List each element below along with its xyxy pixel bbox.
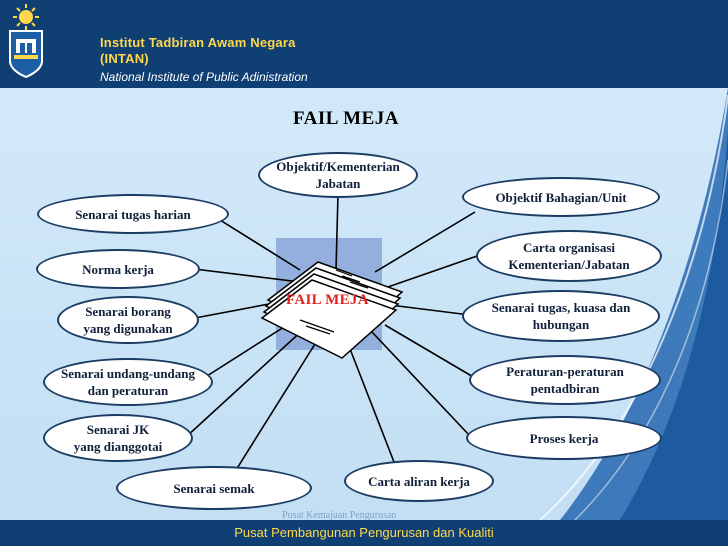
node-carta-aliran: Carta aliran kerja <box>344 460 494 502</box>
org-name-line1: Institut Tadbiran Awam Negara <box>100 35 296 50</box>
node-senarai-undang: Senarai undang-undang dan peraturan <box>43 358 213 406</box>
org-subtitle: National Institute of Public Adinistrati… <box>100 70 308 84</box>
header-bar: Institut Tadbiran Awam Negara (INTAN) Na… <box>0 0 728 88</box>
watermark-text: Pusat Kemajuan Pengurusan <box>282 510 397 521</box>
footer-text: Pusat Pembangunan Pengurusan dan Kualiti <box>234 525 494 540</box>
node-proses-kerja: Proses kerja <box>466 416 662 460</box>
intan-logo-icon <box>9 4 43 79</box>
node-objektif-kementerian: Objektif/Kementerian Jabatan <box>258 152 418 198</box>
node-senarai-tugas-harian: Senarai tugas harian <box>37 194 229 234</box>
node-senarai-tugas-kuasa: Senarai tugas, kuasa dan hubungan <box>462 290 660 342</box>
org-name-line2: (INTAN) <box>100 51 149 66</box>
node-carta-organisasi: Carta organisasi Kementerian/Jabatan <box>476 230 662 282</box>
diagram-title: FAIL MEJA <box>292 108 399 129</box>
footer-bar: Pusat Pembangunan Pengurusan dan Kualiti <box>0 520 728 546</box>
node-peraturan-pentadbiran: Peraturan-peraturan pentadbiran <box>469 355 661 405</box>
center-label: FAIL MEJA <box>286 292 369 308</box>
node-senarai-semak: Senarai semak <box>116 466 312 510</box>
document-stack-icon <box>260 261 404 359</box>
node-norma-kerja: Norma kerja <box>36 249 200 289</box>
node-senarai-jk: Senarai JK yang dianggotai <box>43 414 193 462</box>
node-objektif-bahagian: Objektif Bahagian/Unit <box>462 177 660 217</box>
node-senarai-borang: Senarai borang yang digunakan <box>57 296 199 344</box>
